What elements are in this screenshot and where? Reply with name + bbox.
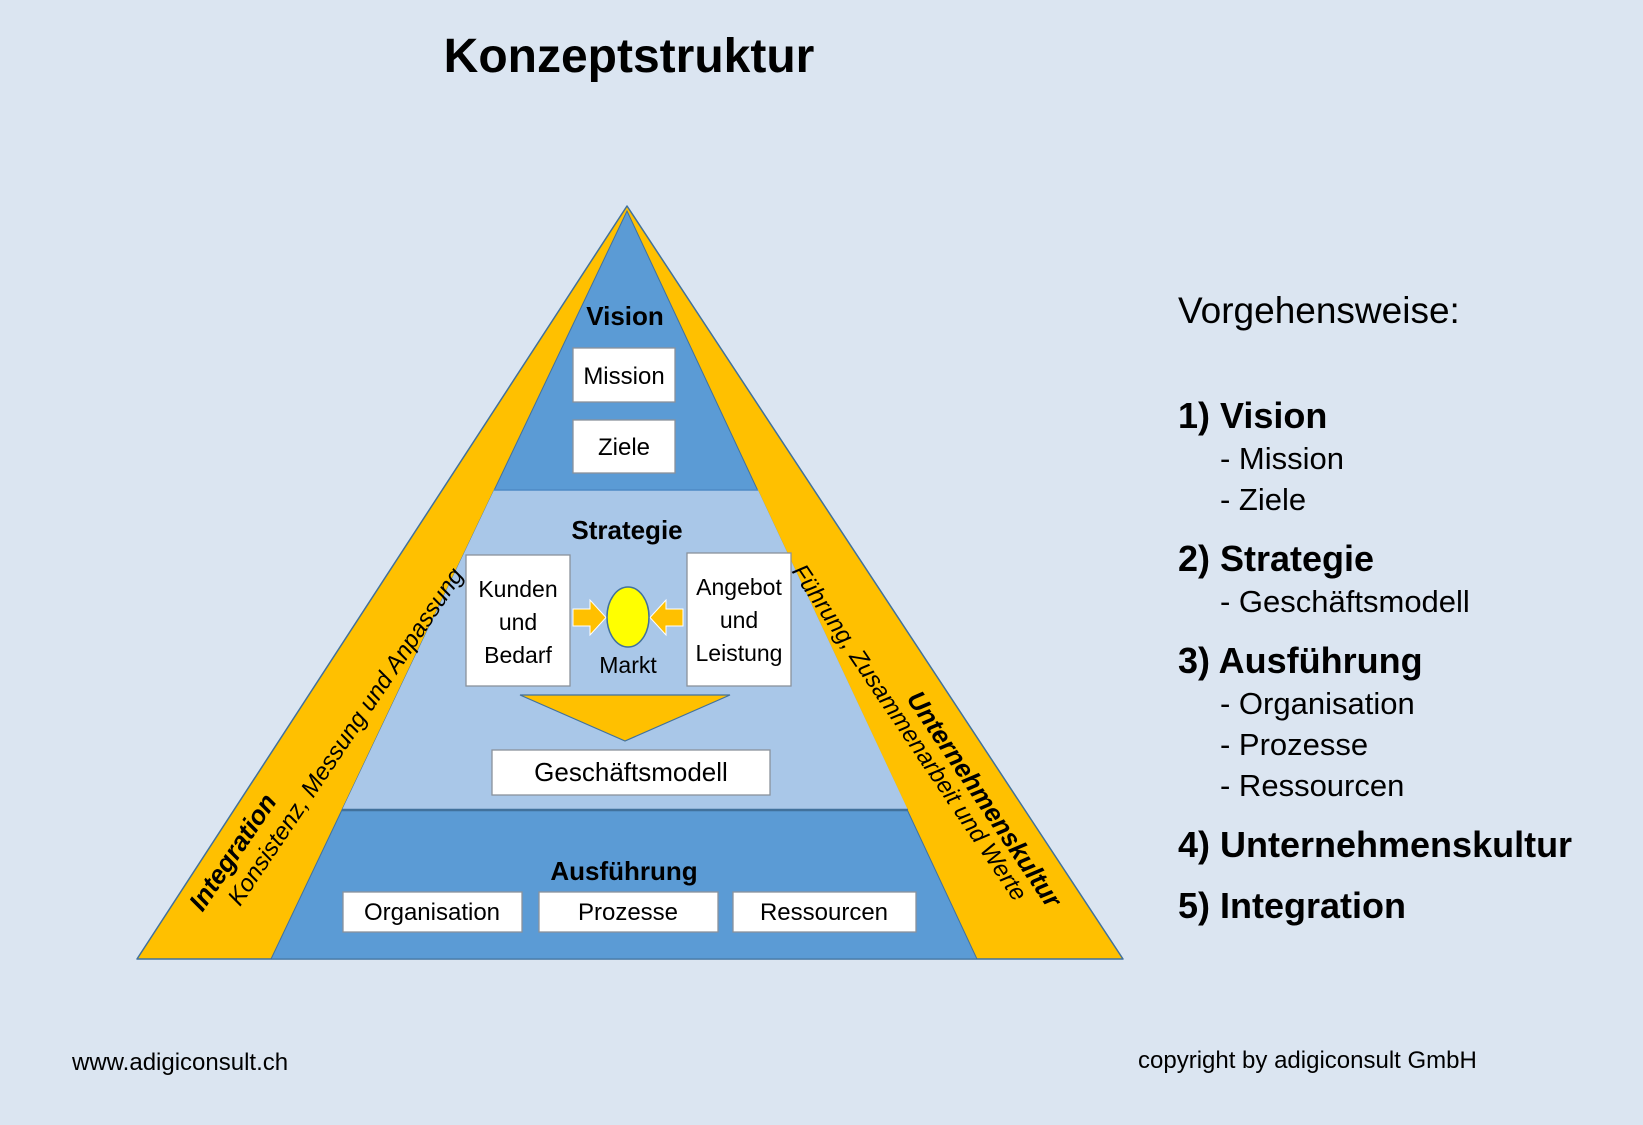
kunden-bedarf-line-1: Kunden	[478, 576, 557, 602]
procedure-panel: Vorgehensweise: 1) Vision - Mission - Zi…	[1178, 288, 1638, 928]
ressourcen-box	[732, 891, 917, 933]
procedure-subitem-ziele: - Ziele	[1220, 482, 1307, 517]
geschaeftsmodell-label: Geschäftsmodell	[534, 757, 728, 787]
procedure-subitem-geschaeftsmodell: - Geschäftsmodell	[1220, 584, 1470, 619]
procedure-subitem-mission: - Mission	[1220, 441, 1345, 476]
angebot-leistung-box	[686, 552, 792, 687]
procedure-item-ausfuehrung: 3) Ausführung	[1178, 640, 1423, 681]
procedure-subitem-organisation: - Organisation	[1220, 686, 1415, 721]
procedure-item-unternehmenskultur: 4) Unternehmenskultur	[1178, 824, 1573, 865]
procedure-title: Vorgehensweise:	[1178, 290, 1460, 331]
kunden-bedarf-line-3: Bedarf	[484, 642, 552, 668]
procedure-item-vision: 1) Vision	[1178, 395, 1328, 436]
arrow-left-icon	[649, 598, 684, 637]
footer-website: www.adigiconsult.ch	[72, 1049, 289, 1076]
prozesse-box-label: Prozesse	[578, 899, 678, 926]
ausfuehrung-label: Ausführung	[550, 856, 697, 886]
procedure-subitem-prozesse: - Prozesse	[1220, 727, 1369, 762]
geschaeftsmodell-box	[491, 749, 771, 796]
kunden-bedarf-line-2: und	[499, 609, 537, 635]
ziele-box	[572, 419, 676, 474]
angebot-leistung-line-3: Leistung	[696, 640, 783, 666]
angebot-leistung-line-2: und	[720, 607, 758, 633]
mission-box	[572, 347, 676, 403]
procedure-subitem-ressourcen: - Ressourcen	[1220, 768, 1405, 803]
procedure-item-integration: 5) Integration	[1178, 885, 1407, 926]
strategie-label: Strategie	[571, 515, 682, 545]
markt-label: Markt	[599, 652, 657, 678]
procedure-item-strategie: 2) Strategie	[1178, 538, 1375, 579]
footer-copyright: copyright by adigiconsult GmbH	[1138, 1047, 1477, 1074]
kunden-bedarf-box	[465, 554, 571, 687]
organisation-box	[342, 891, 523, 933]
page-title: Konzeptstruktur	[443, 30, 815, 83]
organisation-box-label: Organisation	[364, 899, 500, 926]
markt-ellipse	[606, 586, 650, 648]
arrow-down-icon	[519, 694, 731, 742]
vision-label: Vision	[586, 301, 664, 331]
arrow-right-icon	[572, 598, 607, 637]
ziele-box-label: Ziele	[598, 434, 650, 461]
ressourcen-box-label: Ressourcen	[760, 899, 888, 926]
mission-box-label: Mission	[583, 363, 664, 390]
angebot-leistung-line-1: Angebot	[696, 574, 782, 600]
prozesse-box	[538, 891, 719, 933]
